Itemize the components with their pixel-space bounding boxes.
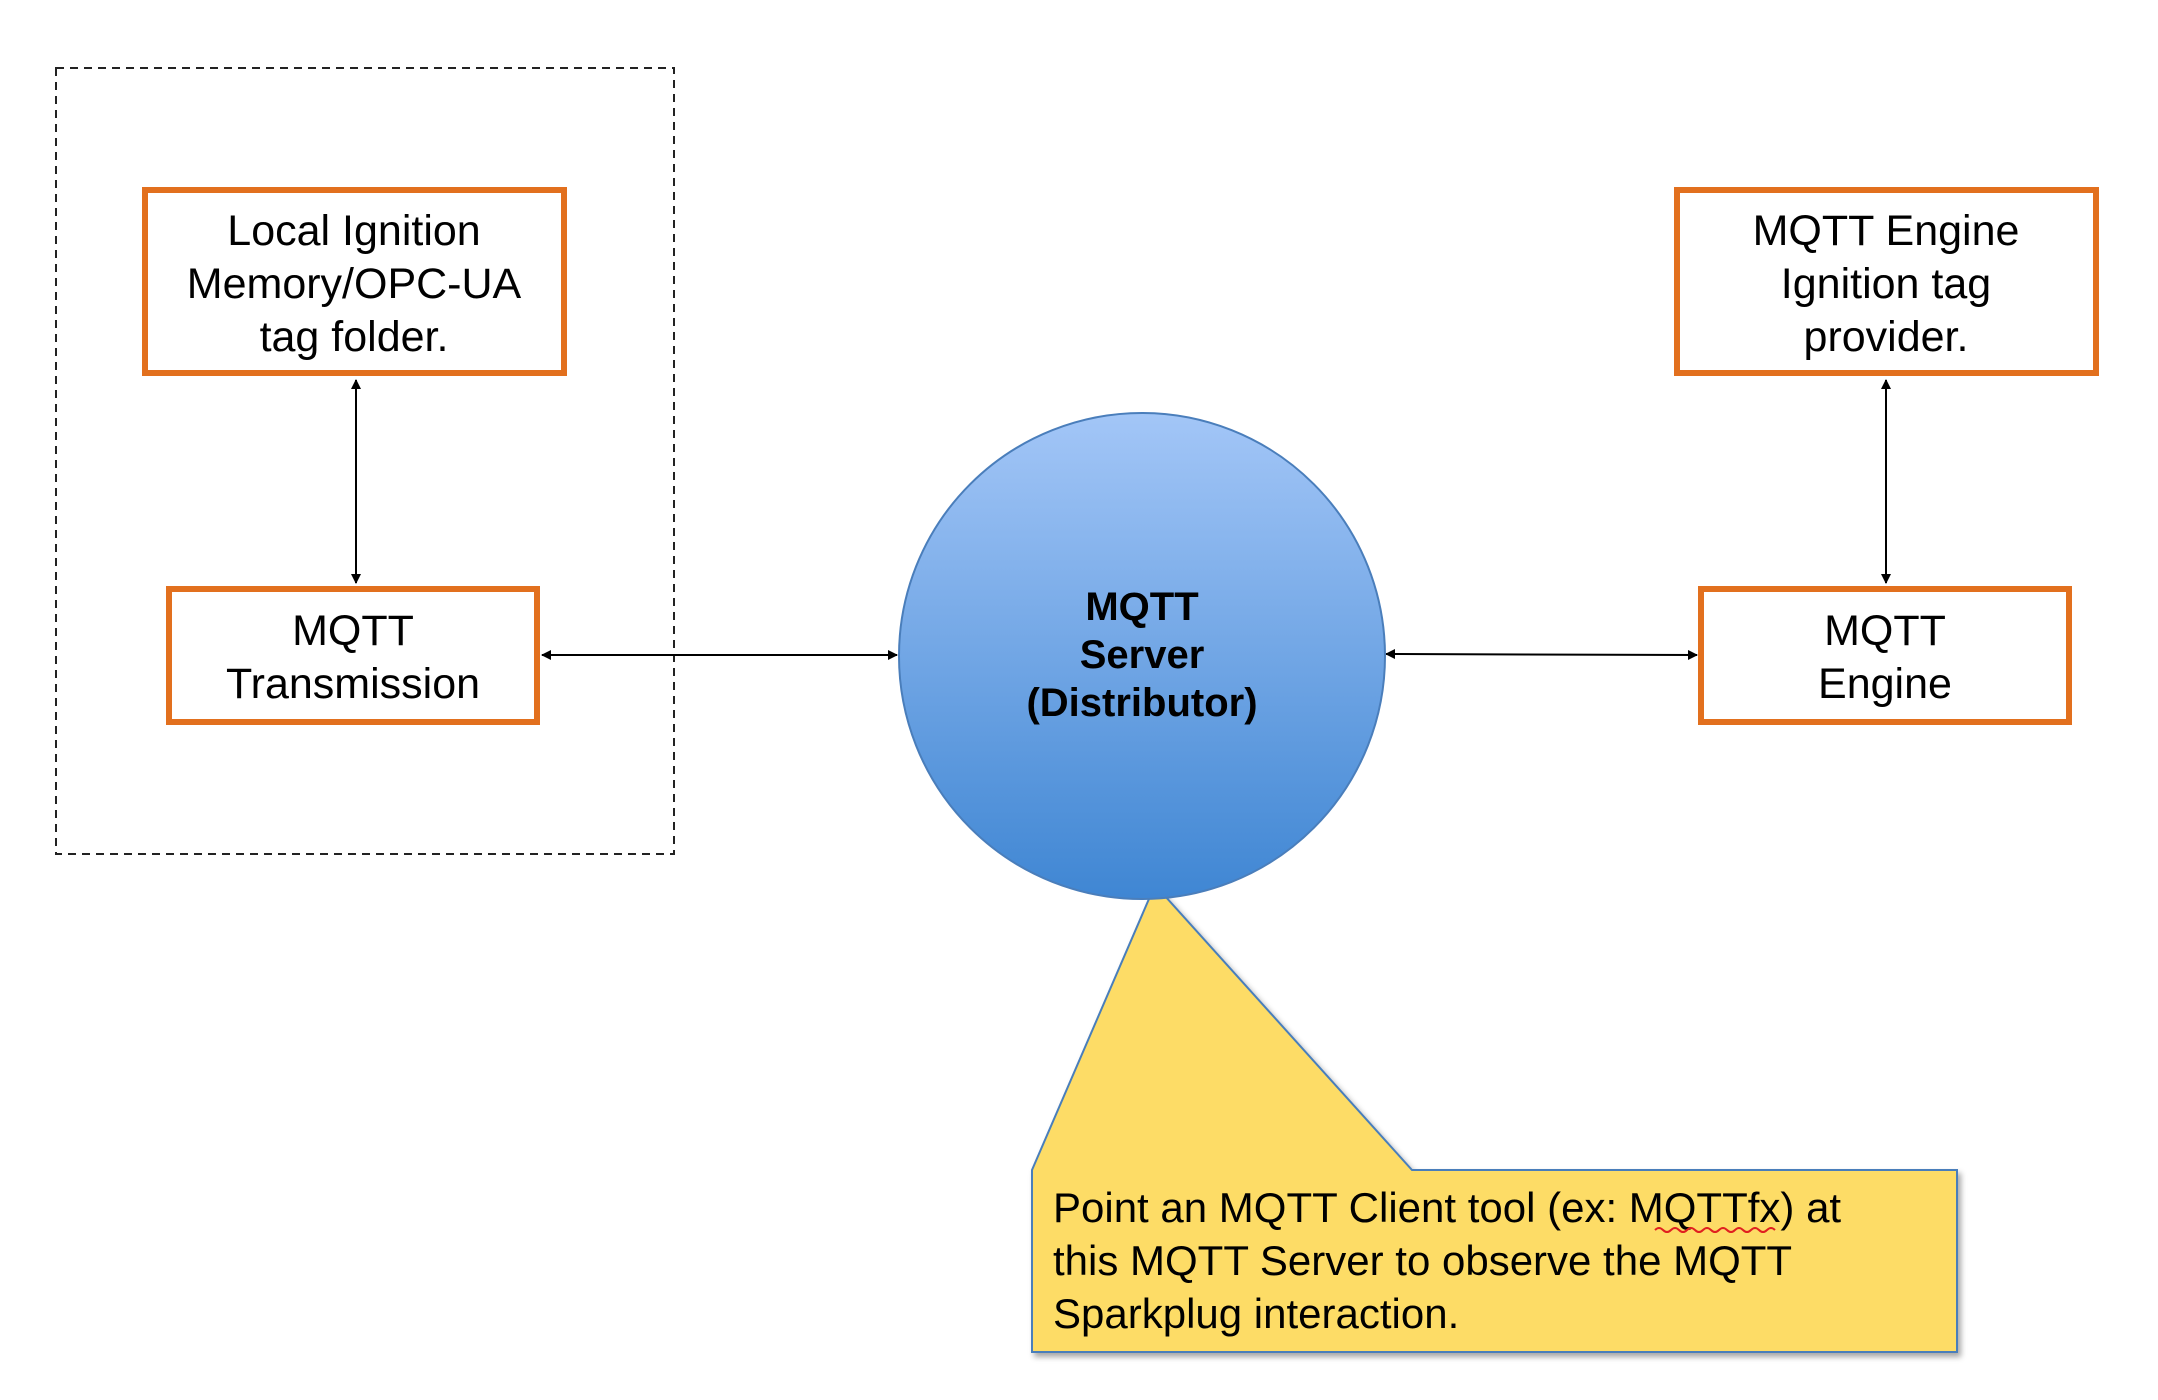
server-engine-arrow [1385, 649, 1698, 660]
local-tag-folder-label-line1: Local Ignition [227, 207, 480, 255]
engine-tag-provider-box: MQTT Engine Ignition tag provider. [1674, 187, 2099, 376]
transmission-group-frame [55, 67, 675, 855]
mqtt-transmission-label-line2: Transmission [226, 660, 480, 708]
engine-tag-provider-label-line3: provider. [1804, 313, 1969, 361]
callout-line1: Point an MQTT Client tool (ex: MQTTfx) a… [1053, 1184, 1841, 1231]
callout-line1-highlight: MQTTfx [1629, 1184, 1781, 1231]
mqtt-server-label-line3: (Distributor) [1026, 681, 1257, 725]
callout-line1-prefix: Point an MQTT Client tool (ex: [1053, 1184, 1629, 1231]
mqtt-engine-box: MQTT Engine [1698, 586, 2072, 725]
callout-note: Point an MQTT Client tool (ex: MQTTfx) a… [1031, 883, 1958, 1353]
callout-line1-suffix: ) at [1780, 1184, 1841, 1231]
mqtt-engine-label-line2: Engine [1818, 660, 1952, 708]
mqtt-server-node: MQTT Server (Distributor) [898, 412, 1386, 900]
engine-tag-provider-label-line2: Ignition tag [1781, 260, 1991, 308]
mqtt-engine-label-line1: MQTT [1824, 607, 1946, 655]
mqtt-server-circle [898, 412, 1386, 900]
mqtt-transmission-box: MQTT Transmission [166, 586, 540, 725]
spellcheck-underline [1654, 1227, 1776, 1233]
local-tag-folder-label-line3: tag folder. [260, 313, 449, 361]
mqtt-server-label-line2: Server [1080, 633, 1205, 677]
callout-line3: Sparkplug interaction. [1053, 1290, 1459, 1337]
local-tag-folder-box: Local Ignition Memory/OPC-UA tag folder. [142, 187, 567, 376]
callout-line2: this MQTT Server to observe the MQTT [1053, 1237, 1792, 1284]
local-tag-folder-label-line2: Memory/OPC-UA [187, 260, 522, 308]
mqtt-server-label-line1: MQTT [1085, 585, 1198, 629]
engine-tag-provider-label-line1: MQTT Engine [1753, 207, 2020, 255]
mqtt-transmission-label-line1: MQTT [292, 607, 414, 655]
